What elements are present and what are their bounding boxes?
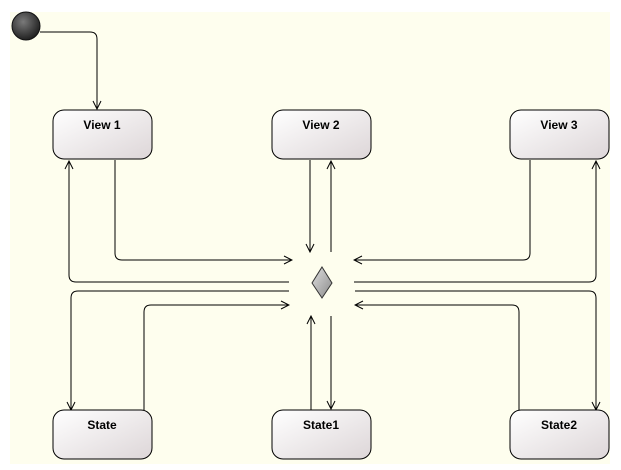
- state-label: State: [87, 418, 117, 432]
- transition-view3-to-choice: [354, 160, 531, 260]
- state-label: View 3: [540, 118, 577, 132]
- transition-choice-to-view3: [354, 161, 596, 283]
- transition-state2-to-choice: [355, 305, 520, 410]
- choice-node[interactable]: [311, 266, 333, 299]
- state-view3[interactable]: View 3: [509, 109, 610, 160]
- transition-initial-to-view1: [40, 31, 97, 109]
- state-label: View 1: [83, 118, 120, 132]
- state-label: State2: [541, 418, 577, 432]
- transition-choice-to-state: [71, 290, 289, 410]
- state-state2[interactable]: State2: [509, 409, 610, 460]
- transition-choice-to-state2: [355, 290, 596, 410]
- transition-view1-to-choice: [114, 160, 292, 260]
- state-view2[interactable]: View 2: [271, 109, 372, 160]
- transition-choice-to-view1: [69, 161, 289, 283]
- state-label: State1: [303, 418, 339, 432]
- transition-state-to-choice: [143, 305, 289, 410]
- state-state[interactable]: State: [52, 409, 153, 460]
- state-state1[interactable]: State1: [271, 409, 372, 460]
- state-view1[interactable]: View 1: [52, 109, 153, 160]
- state-label: View 2: [302, 118, 339, 132]
- initial-node[interactable]: [11, 11, 41, 41]
